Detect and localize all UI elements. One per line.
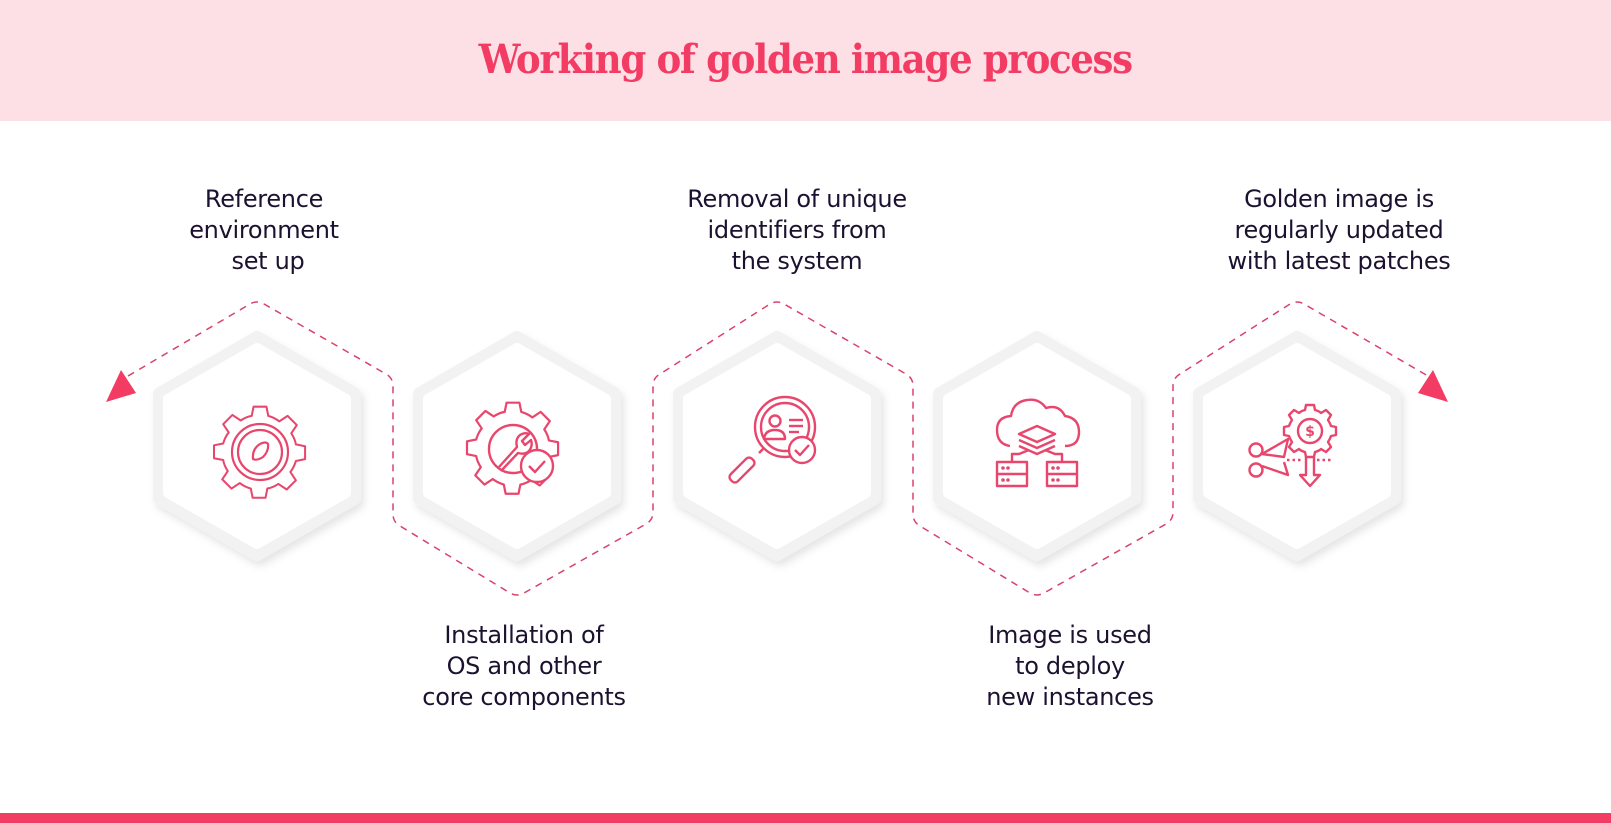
step-2-line-2: OS and other (446, 652, 602, 680)
step-4-line-3: new instances (986, 683, 1154, 711)
step-1-line-2: environment (189, 216, 339, 244)
header-banner: Working of golden image process (0, 0, 1611, 121)
process-diagram: $ Reference environment set up Installat… (0, 121, 1611, 813)
arrowhead-left-icon (106, 370, 136, 402)
step-5-line-3: with latest patches (1227, 247, 1451, 275)
step-2-line-1: Installation of (444, 621, 604, 649)
dashed-flow-path (127, 301, 1429, 596)
step-1-line-3: set up (231, 247, 305, 275)
magnifier-user-check-icon (728, 395, 817, 484)
arrowhead-right-icon (1418, 370, 1448, 402)
step-5-line-1: Golden image is (1244, 185, 1434, 213)
process-flow-graphic: $ (106, 301, 1448, 596)
step-3-line-2: identifiers from (707, 216, 887, 244)
cloud-servers-icon (995, 398, 1081, 488)
bottom-accent-bar (0, 813, 1611, 823)
step-3-label: Removal of unique identifiers from the s… (647, 184, 947, 277)
page-title: Working of golden image process (478, 36, 1133, 83)
hexagon-step-5 (1193, 331, 1401, 561)
svg-text:$: $ (1305, 424, 1315, 440)
step-5-line-2: regularly updated (1234, 216, 1444, 244)
step-1-label: Reference environment set up (114, 184, 414, 277)
step-2-line-3: core components (422, 683, 626, 711)
step-2-label: Installation of OS and other core compon… (374, 620, 674, 713)
step-4-line-1: Image is used (988, 621, 1152, 649)
hexagon-step-4 (933, 331, 1141, 561)
scissors-cost-reduction-icon: $ (1248, 403, 1338, 488)
step-1-line-1: Reference (204, 185, 324, 213)
step-3-line-3: the system (731, 247, 863, 275)
step-4-line-2: to deploy (1015, 652, 1125, 680)
hexagon-step-2 (413, 331, 621, 561)
step-5-label: Golden image is regularly updated with l… (1189, 184, 1489, 277)
gear-wrench-check-icon (465, 401, 560, 495)
step-3-line-1: Removal of unique (687, 185, 907, 213)
step-4-label: Image is used to deploy new instances (920, 620, 1220, 713)
hexagon-step-3 (673, 331, 881, 561)
gear-icon (212, 405, 307, 499)
